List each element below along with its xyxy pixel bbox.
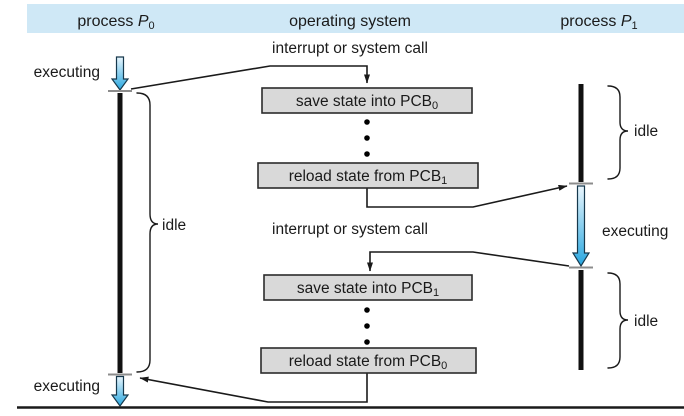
os-box-save-pcb1: save state into PCB1 bbox=[263, 274, 473, 301]
header-process-p1: process P1 bbox=[560, 13, 637, 32]
interrupt-label-top: interrupt or system call bbox=[272, 40, 428, 57]
brace-p0-idle bbox=[136, 92, 159, 373]
os-box-label: save state into PCB0 bbox=[296, 93, 438, 112]
header-operating-system: operating system bbox=[289, 13, 411, 30]
dots-group-top bbox=[364, 119, 370, 157]
os-box-label: reload state from PCB1 bbox=[289, 168, 448, 187]
header-process-p0: process P0 bbox=[77, 13, 154, 32]
os-box-rect bbox=[263, 274, 473, 301]
os-box-save-pcb0: save state into PCB0 bbox=[261, 87, 473, 114]
os-box-reload-pcb1: reload state from PCB1 bbox=[257, 162, 479, 189]
os-box-rect bbox=[257, 162, 479, 189]
idle-label-p1-bottom: idle bbox=[634, 313, 658, 330]
dots-group-bottom bbox=[364, 307, 370, 345]
dot bbox=[364, 135, 370, 141]
dot bbox=[364, 307, 370, 313]
dot bbox=[364, 339, 370, 345]
idle-label-p1-top: idle bbox=[634, 123, 658, 140]
brace-p1-idle-top bbox=[607, 85, 629, 180]
arrow-reload0-to-p0 bbox=[139, 372, 368, 403]
interrupt-label-mid: interrupt or system call bbox=[272, 221, 428, 238]
os-box-rect bbox=[261, 87, 473, 114]
dot bbox=[364, 323, 370, 329]
arrow-p0-to-save bbox=[130, 65, 370, 90]
executing-label-p1: executing bbox=[602, 223, 668, 240]
dot bbox=[364, 151, 370, 157]
executing-arrow-p0-bottom bbox=[110, 375, 130, 408]
executing-arrow-p0-top bbox=[110, 56, 130, 92]
arrow-reload1-to-p1 bbox=[366, 184, 568, 208]
dot bbox=[364, 119, 370, 125]
os-box-rect bbox=[260, 347, 477, 374]
executing-label-p0-top: executing bbox=[34, 64, 100, 81]
idle-label-p0: idle bbox=[162, 217, 186, 234]
os-box-label: reload state from PCB0 bbox=[289, 353, 448, 372]
executing-label-p0-bottom: executing bbox=[34, 378, 100, 395]
arrow-p1-to-save bbox=[367, 251, 570, 272]
executing-arrow-p1 bbox=[571, 185, 591, 268]
os-box-label: save state into PCB1 bbox=[297, 280, 439, 299]
header-bar bbox=[27, 4, 684, 33]
os-box-reload-pcb0: reload state from PCB0 bbox=[260, 347, 477, 374]
brace-p1-idle-bottom bbox=[607, 272, 629, 369]
